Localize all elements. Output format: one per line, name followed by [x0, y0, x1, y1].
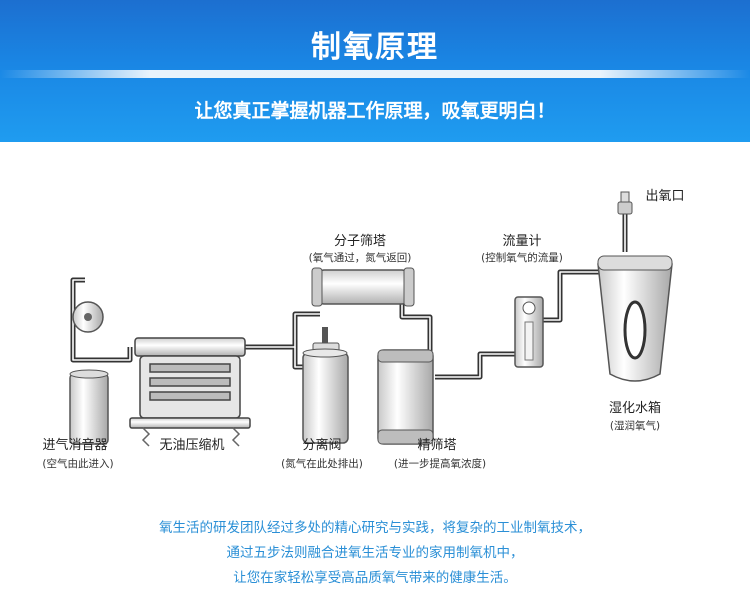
flowmeter-label: 流量计	[502, 234, 541, 249]
page-title: 制氧原理	[311, 30, 439, 65]
oxygen-process-diagram: 出氧口 分子筛塔 (氧气通过，氮气返回) 流量计 (控制氧气的流量) 湿化水箱 …	[42, 189, 684, 470]
refining-tower-note: (进一步提高氧浓度)	[394, 457, 486, 470]
separation-valve-label: 分离阀	[302, 437, 341, 453]
humidifier-label: 湿化水箱	[609, 400, 661, 416]
oxygen-outlet-label: 出氧口	[645, 189, 684, 204]
molecular-sieve-label: 分子筛塔	[334, 234, 386, 249]
humidifier-device	[597, 255, 673, 382]
oxygen-outlet-device	[617, 191, 633, 215]
intake-silencer-device	[69, 301, 109, 445]
humidifier-note: (湿润氧气)	[610, 419, 660, 432]
refining-tower-device	[377, 349, 434, 445]
molecular-sieve-device	[311, 267, 415, 307]
header-banner: 制氧原理 让您真正掌握机器工作原理，吸氧更明白！	[0, 0, 750, 142]
intake-silencer-label: 进气消音器	[42, 437, 107, 453]
flowmeter-device	[514, 296, 544, 368]
intake-silencer-note: (空气由此进入)	[42, 457, 113, 470]
compressor-label: 无油压缩机	[159, 437, 224, 453]
flowmeter-note: (控制氧气的流量)	[481, 251, 563, 264]
description-line-3: 让您在家轻松享受高品质氧气带来的健康生活。	[233, 570, 517, 586]
description-line-2: 通过五步法则融合进氧生活专业的家用制氧机中，	[226, 545, 524, 561]
oil-free-compressor-device	[129, 337, 251, 447]
molecular-sieve-note: (氧气通过，氮气返回)	[309, 251, 412, 264]
separation-valve-note: (氮气在此处排出)	[281, 457, 363, 470]
title-underline	[0, 70, 750, 78]
description-line-1: 氧生活的研发团队经过多处的精心研究与实践，将复杂的工业制氧技术，	[159, 520, 591, 536]
separation-valve-device	[302, 327, 349, 444]
page-subtitle: 让您真正掌握机器工作原理，吸氧更明白！	[194, 100, 556, 122]
refining-tower-label: 精筛塔	[417, 438, 456, 453]
